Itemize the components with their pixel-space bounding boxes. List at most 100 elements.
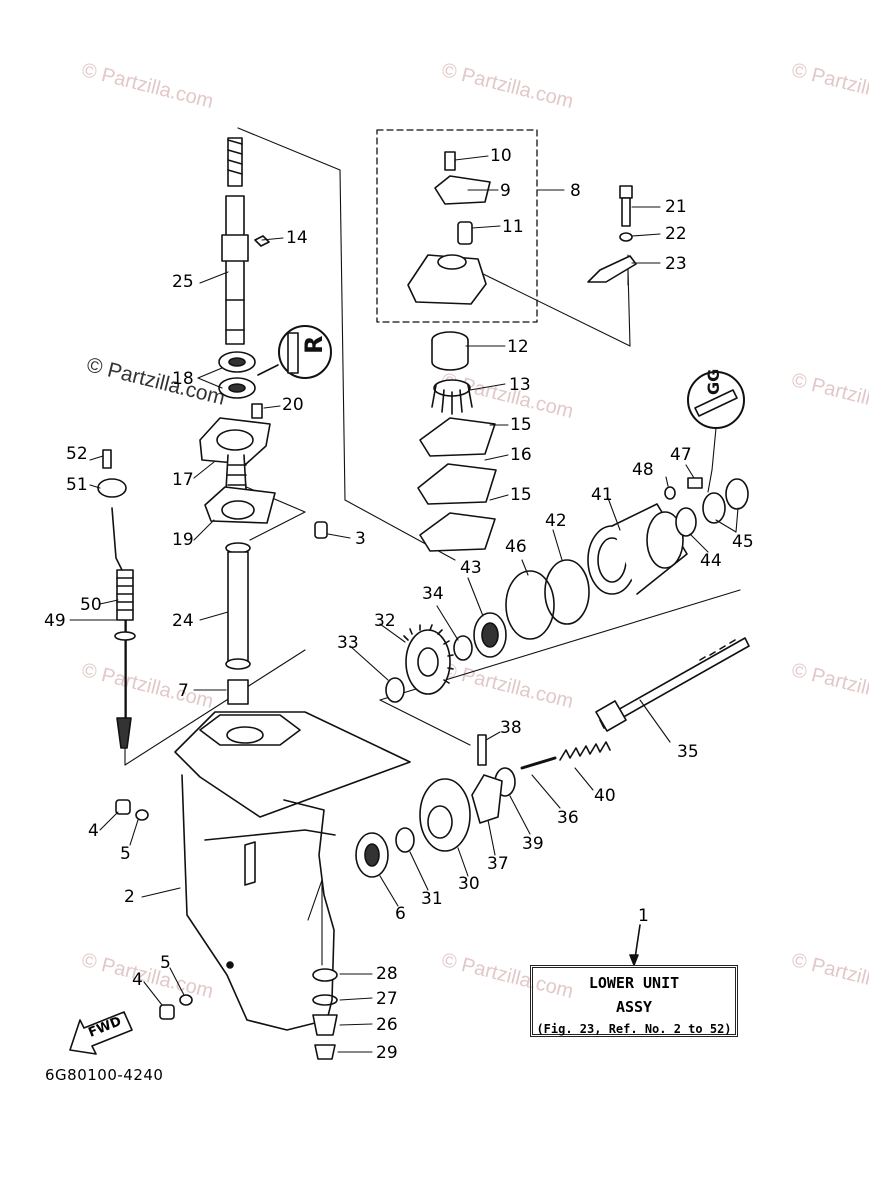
callout-30: 30 [458, 874, 480, 894]
spring-40 [559, 741, 611, 761]
callout-10: 10 [490, 146, 512, 166]
callout-48: 48 [632, 460, 654, 480]
pinion-26 [312, 1014, 338, 1036]
callout-25: 25 [172, 272, 194, 292]
callout-15-upper: 15 [510, 415, 532, 435]
lower-casing-2 [174, 711, 411, 1031]
callout-36: 36 [557, 808, 579, 828]
callout-44: 44 [700, 551, 722, 571]
impeller-13 [431, 379, 473, 415]
forward-gear-30 [419, 778, 471, 852]
pin-36 [520, 756, 557, 770]
callout-4-lower: 4 [132, 970, 143, 990]
bolt-21 [619, 185, 633, 227]
callout-35: 35 [677, 742, 699, 762]
callout-11: 11 [502, 217, 524, 237]
callout-22: 22 [665, 224, 687, 244]
pin-20 [251, 403, 263, 419]
callout-51: 51 [66, 475, 88, 495]
washer-48 [664, 486, 676, 500]
title-line-2: ASSY [615, 998, 653, 1016]
callout-29: 29 [376, 1043, 398, 1063]
callout-5-upper: 5 [120, 844, 131, 864]
outer-plate-16 [417, 463, 497, 505]
callout-50: 50 [80, 595, 102, 615]
bearing-44 [675, 507, 697, 537]
callout-43: 43 [460, 558, 482, 578]
bolt-4-upper [115, 799, 131, 815]
bearing-28 [312, 968, 338, 982]
nut-29 [314, 1044, 336, 1060]
callout-37: 37 [487, 854, 509, 874]
bolt-47 [687, 477, 703, 489]
shim-27 [312, 994, 338, 1006]
callout-52: 52 [66, 444, 88, 464]
callout-17: 17 [172, 470, 194, 490]
callout-49: 49 [44, 611, 66, 631]
shim-33 [385, 677, 405, 703]
callout-33: 33 [337, 633, 359, 653]
gasket-15-upper [419, 417, 496, 457]
callout-9: 9 [500, 181, 511, 201]
callout-5-lower: 5 [160, 953, 171, 973]
shim-34 [453, 635, 473, 661]
callout-3: 3 [355, 529, 366, 549]
water-pump-8 [407, 151, 491, 305]
callout-38: 38 [500, 718, 522, 738]
washer-22 [619, 232, 633, 242]
water-pump-group-box [376, 129, 538, 323]
callout-23: 23 [665, 254, 687, 274]
callout-4-upper: 4 [88, 821, 99, 841]
callout-7: 7 [178, 681, 189, 701]
title-box: LOWER UNIT ASSY (Fig. 23, Ref. No. 2 to … [530, 965, 738, 1037]
dowel-3 [314, 521, 328, 539]
grease-callout-r: R [257, 325, 332, 379]
shaft-housing-41 [587, 503, 688, 595]
callout-46: 46 [505, 537, 527, 557]
fwd-arrow [69, 1011, 133, 1055]
callout-26: 26 [376, 1015, 398, 1035]
shift-rod-joint-51 [97, 478, 127, 498]
drive-shaft-25 [221, 137, 249, 345]
grease-callout-gg: GG [687, 369, 745, 429]
callout-39: 39 [522, 834, 544, 854]
callout-16: 16 [510, 445, 532, 465]
callout-leaders [69, 155, 739, 1053]
oil-seal-45-b [725, 478, 749, 510]
washer-5-lower [179, 994, 193, 1006]
bearings-18 [218, 351, 256, 399]
gasket-15-lower [419, 512, 496, 552]
callout-8: 8 [570, 181, 581, 201]
callout-42: 42 [545, 511, 567, 531]
callout-20: 20 [282, 395, 304, 415]
shim-31 [395, 827, 415, 853]
bolt-4-lower [159, 1004, 175, 1020]
callout-28: 28 [376, 964, 398, 984]
reverse-gear-32 [403, 624, 454, 695]
diagram-code: 6G80100-4240 [45, 1066, 164, 1084]
callout-31: 31 [421, 889, 443, 909]
callout-47: 47 [670, 445, 692, 465]
callout-6: 6 [395, 904, 406, 924]
oil-seal-45-a [702, 492, 726, 524]
bearing-housing-17 [199, 417, 271, 491]
callout-45: 45 [732, 532, 754, 552]
pin-14 [254, 235, 270, 247]
o-ring-46 [505, 570, 555, 640]
callout-40: 40 [594, 786, 616, 806]
title-line-3: (Fig. 23, Ref. No. 2 to 52) [536, 1022, 732, 1036]
callout-13: 13 [509, 375, 531, 395]
svg-text:GG: GG [704, 369, 723, 395]
callout-32: 32 [374, 611, 396, 631]
collar-7 [227, 679, 249, 705]
propeller-shaft-35 [595, 637, 750, 732]
callout-12: 12 [507, 337, 529, 357]
svg-text:R: R [300, 336, 328, 354]
title-line-1: LOWER UNIT [588, 974, 680, 992]
callout-14: 14 [286, 228, 308, 248]
water-tube-24 [225, 542, 251, 670]
callout-41: 41 [591, 485, 613, 505]
callout-15-lower: 15 [510, 485, 532, 505]
